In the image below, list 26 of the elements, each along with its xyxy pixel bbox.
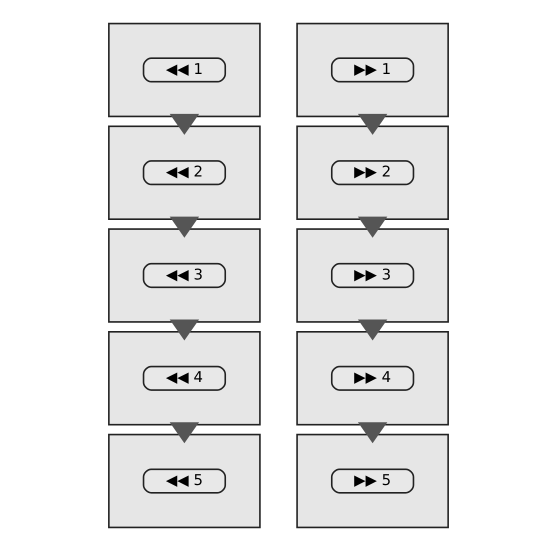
arrow — [169, 422, 199, 444]
arrow — [169, 216, 199, 238]
cluster — [108, 434, 260, 528]
node-box: ◀◀ 1 — [142, 57, 226, 83]
node-box: ▶▶ 5 — [330, 468, 414, 494]
arrow — [357, 422, 387, 444]
arrow — [357, 319, 387, 340]
node-box: ▶▶ 4 — [330, 366, 414, 391]
arrow — [357, 216, 387, 238]
node-box: ▶▶ 1 — [330, 57, 414, 83]
node-box: ▶▶ 3 — [330, 262, 414, 288]
node-box: ◀◀ 4 — [142, 366, 226, 391]
arrow — [169, 114, 199, 135]
cluster — [296, 22, 448, 118]
cluster — [108, 22, 260, 118]
node-box: ◀◀ 2 — [142, 160, 226, 186]
arrow — [169, 319, 199, 340]
cluster — [296, 434, 448, 528]
cluster — [108, 228, 260, 323]
node-box: ▶▶ 2 — [330, 160, 414, 186]
arrow — [357, 114, 387, 135]
cluster — [296, 125, 448, 220]
cluster — [108, 125, 260, 220]
node-box: ◀◀ 3 — [142, 262, 226, 288]
cluster — [296, 228, 448, 323]
node-box: ◀◀ 5 — [142, 468, 226, 494]
